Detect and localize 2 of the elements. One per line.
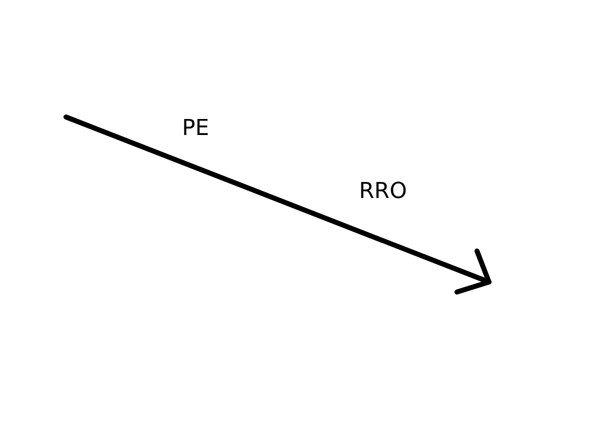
arrow-label: RRO xyxy=(359,179,407,205)
arrow-label: PE xyxy=(182,116,210,142)
